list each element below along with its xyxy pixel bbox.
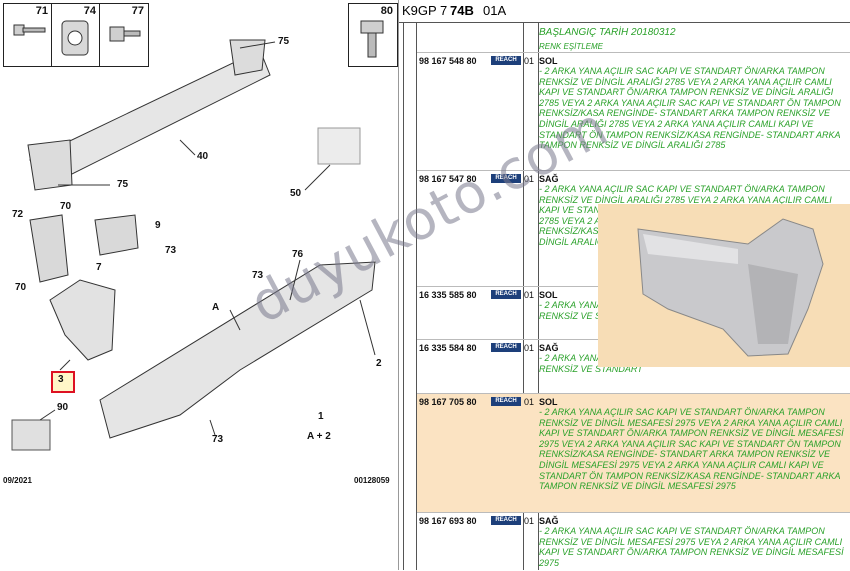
thumb-71[interactable]: 71 [3,3,53,67]
bolt-icon [13,24,46,36]
part-description: - 2 ARKA YANA AÇILIR SAC KAPI VE STANDAR… [539,66,841,151]
thumb-number: 77 [131,5,144,17]
diagram-date: 09/2021 [3,476,32,485]
callout-75[interactable]: 75 [278,36,290,47]
callout-2[interactable]: 2 [376,358,382,369]
side-label: SAĞ [539,174,559,184]
quantity: 01 [524,290,535,300]
callout-70[interactable]: 70 [15,282,27,293]
reach-badge: REACH [491,56,521,65]
callout-3[interactable]: 3 [58,374,64,385]
quantity: 01 [524,174,535,184]
parts-list-panel: K9GP 7 74B 01A BAŞLANGIÇ TARİH 20180312 … [399,0,850,570]
side-label: SAĞ [539,343,559,353]
exploded-diagram-panel: 71 74 77 80 [0,0,399,570]
thumb-74[interactable]: 74 [51,3,101,67]
reach-badge: REACH [491,516,521,525]
thumb-77[interactable]: 77 [99,3,149,67]
bracket-70 [29,214,69,283]
part-number: 16 335 584 80 [419,343,477,353]
callout-50[interactable]: 50 [290,188,302,199]
rear-bumper [99,261,376,439]
quantity: 01 [524,397,535,407]
quantity: 01 [524,343,535,353]
callout-90[interactable]: 90 [57,402,69,413]
side-label: SAĞ [539,516,559,526]
callout-73[interactable]: 73 [252,270,264,281]
connector-50 [317,127,361,165]
corner-piece-3 [49,279,116,361]
push-rivet-icon [360,20,384,58]
bracket-left [27,139,73,191]
flange-screw-icon [109,26,141,42]
part-number: 98 167 693 80 [419,516,477,526]
part-number: 98 167 705 80 [419,397,477,407]
product-photo [598,204,850,367]
part-description: - 2 ARKA YANA AÇILIR SAC KAPI VE STANDAR… [539,407,844,492]
side-label: SOL [539,56,558,66]
part-number: 16 335 585 80 [419,290,477,300]
reach-badge: REACH [491,290,521,299]
thumb-80[interactable]: 80 [348,3,398,67]
callout-1[interactable]: 1 [318,411,324,422]
thumb-number: 80 [380,5,393,17]
part-row-selected[interactable]: 98 167 705 80 REACH 01 SOL - 2 ARKA YANA… [417,393,850,513]
callout-a-plus-2[interactable]: A + 2 [307,431,331,442]
part-row[interactable]: 98 167 548 80 REACH 01 SOL - 2 ARKA YANA… [417,52,850,171]
diagram-code: 00128059 [354,476,390,485]
callout-76[interactable]: 76 [292,249,304,260]
header-model: K9GP 7 [402,3,448,18]
callout-73[interactable]: 73 [165,245,177,256]
parts-list-header: K9GP 7 74B 01A [399,0,850,23]
part-number: 98 167 547 80 [419,174,477,184]
callout-9[interactable]: 9 [155,220,161,231]
part-description: - 2 ARKA YANA AÇILIR SAC KAPI VE STANDAR… [539,526,844,568]
callout-73[interactable]: 73 [212,434,224,445]
callout-70[interactable]: 70 [60,201,72,212]
header-group: 74B [450,3,474,18]
thumb-number: 71 [35,5,48,17]
module-90 [11,419,51,451]
callout-40[interactable]: 40 [197,151,209,162]
reach-badge: REACH [491,397,521,406]
thumb-number: 74 [83,5,96,17]
side-label: SOL [539,397,558,407]
selected-part-highlight[interactable] [51,371,75,393]
bumper-corner-photo-icon [637,218,824,357]
part-number: 98 167 548 80 [419,56,477,66]
callout-A[interactable]: A [212,302,220,313]
clip-nut-icon [61,20,89,56]
top-fragment: RENK EŞİTLEME [539,42,604,51]
quantity: 01 [524,516,535,526]
callout-75[interactable]: 75 [117,179,129,190]
parts-illustration [11,39,376,451]
side-label: SOL [539,290,558,300]
reach-badge: REACH [491,174,521,183]
quantity: 01 [524,56,535,66]
callout-72[interactable]: 72 [12,209,24,220]
start-date-label: BAŞLANGIÇ TARİH 20180312 [539,27,676,38]
bracket-9 [94,214,139,256]
bracket-right [229,39,266,76]
header-variant: 01A [483,3,507,18]
reach-badge: REACH [491,343,521,352]
part-row[interactable]: 98 167 693 80 REACH 01 SAĞ - 2 ARKA YANA… [417,512,850,571]
callout-7[interactable]: 7 [96,262,102,273]
